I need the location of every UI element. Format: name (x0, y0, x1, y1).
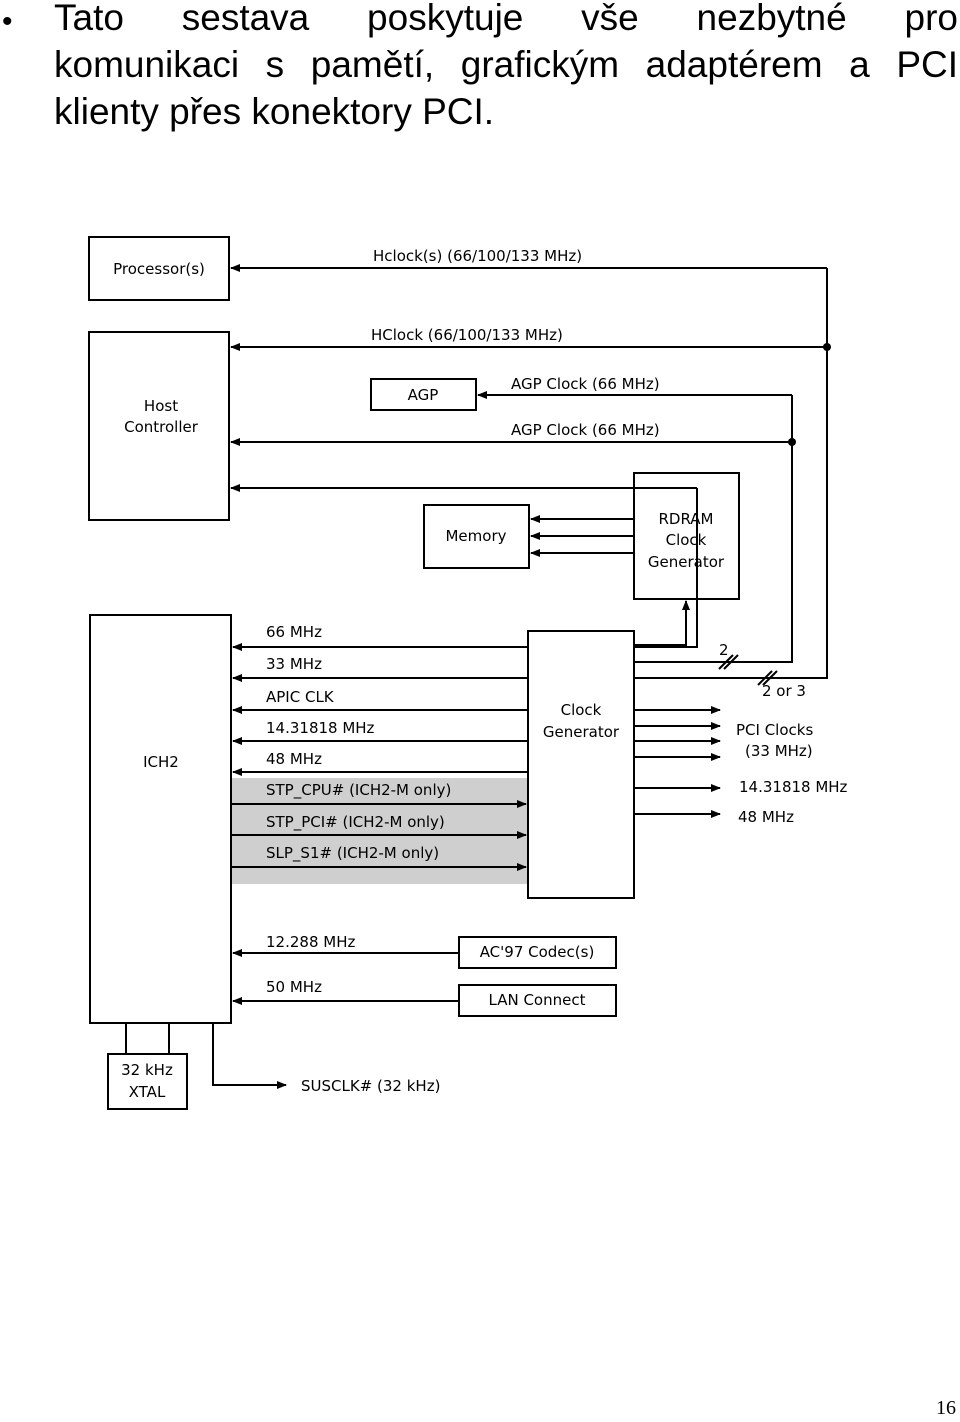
output-48mhz-label: 48 MHz (738, 808, 794, 826)
clockgen-output-lines (634, 706, 721, 818)
agp-clock-label-1: AGP Clock (66 MHz) (511, 375, 660, 393)
host-controller-label-2: Controller (124, 418, 199, 436)
clock-generator-label-2: Generator (543, 723, 620, 741)
bullet-icon: • (2, 5, 13, 38)
peripheral-clock-lines (232, 949, 459, 1005)
lan-label: LAN Connect (489, 991, 586, 1009)
pci-clocks-label-2: (33 MHz) (745, 742, 813, 760)
text-line-3: klienty přes konektory PCI. (54, 91, 495, 132)
ich2-block (89, 614, 232, 1024)
xtal-label-2: XTAL (129, 1083, 166, 1101)
xtal-label-1: 32 kHz (121, 1061, 173, 1079)
rdram-label-3: Generator (648, 553, 725, 571)
signal-stp-pci-label: STP_PCI# (ICH2-M only) (266, 813, 445, 832)
page-number: 16 (936, 1397, 956, 1419)
signal-33mhz-label: 33 MHz (266, 655, 322, 673)
memory-label: Memory (445, 527, 506, 545)
signal-slp-s1-label: SLP_S1# (ICH2-M only) (266, 844, 439, 863)
hclock-processor-label: Hclock(s) (66/100/133 MHz) (373, 247, 582, 265)
ich2-to-clockgen-lines (231, 800, 527, 871)
agp-block (370, 378, 477, 411)
bus-count-slashes (718, 654, 778, 686)
host-controller-label-1: Host (144, 397, 178, 415)
rdram-label-2: Clock (666, 531, 707, 549)
clockgen-to-ich2-lines (232, 643, 528, 776)
bus-count-2-label: 2 (719, 641, 729, 659)
signal-50mhz-label: 50 MHz (266, 978, 322, 996)
ich2-label: ICH2 (143, 753, 179, 771)
output-14mhz-label: 14.31818 MHz (739, 778, 848, 796)
text-line-2: komunikaci s pamětí, grafickým adaptérem… (54, 44, 958, 85)
ac97-label: AC'97 Codec(s) (480, 943, 595, 961)
processor-block (88, 236, 230, 301)
clock-generator-label-1: Clock (561, 701, 602, 719)
signal-48mhz-label: 48 MHz (266, 750, 322, 768)
xtal-block (107, 1053, 188, 1110)
clock-generator-block (527, 630, 635, 899)
agp-clock-label-2: AGP Clock (66 MHz) (511, 421, 660, 439)
signal-12mhz-label: 12.288 MHz (266, 933, 355, 951)
signal-apic-label: APIC CLK (266, 688, 335, 706)
agp-clock-junction (788, 438, 796, 446)
xtal-lines (125, 1023, 287, 1089)
text-line-1: Tato sestava poskytuje vše nezbytné pro (54, 0, 958, 38)
bus-count-2or3-label: 2 or 3 (762, 682, 806, 700)
processor-label: Processor(s) (113, 260, 205, 278)
rdram-to-memory-lines (530, 515, 634, 557)
agp-clock-bus (230, 391, 793, 663)
susclk-label: SUSCLK# (32 kHz) (301, 1077, 440, 1095)
hclock-bus (230, 264, 828, 679)
pci-clocks-label-1: PCI Clocks (736, 721, 813, 739)
signal-14mhz-label: 14.31818 MHz (266, 719, 375, 737)
host-clock-line (230, 484, 698, 648)
host-controller-block (88, 331, 230, 521)
hclock-junction (823, 343, 831, 351)
signal-66mhz-label: 66 MHz (266, 623, 322, 641)
hclock-host-label: HClock (66/100/133 MHz) (371, 326, 563, 344)
clockgen-to-rdram-line (634, 600, 690, 646)
rdram-label-1: RDRAM (659, 510, 714, 528)
agp-label: AGP (408, 386, 439, 404)
signal-stp-cpu-label: STP_CPU# (ICH2-M only) (266, 781, 451, 800)
memory-block (423, 504, 530, 569)
